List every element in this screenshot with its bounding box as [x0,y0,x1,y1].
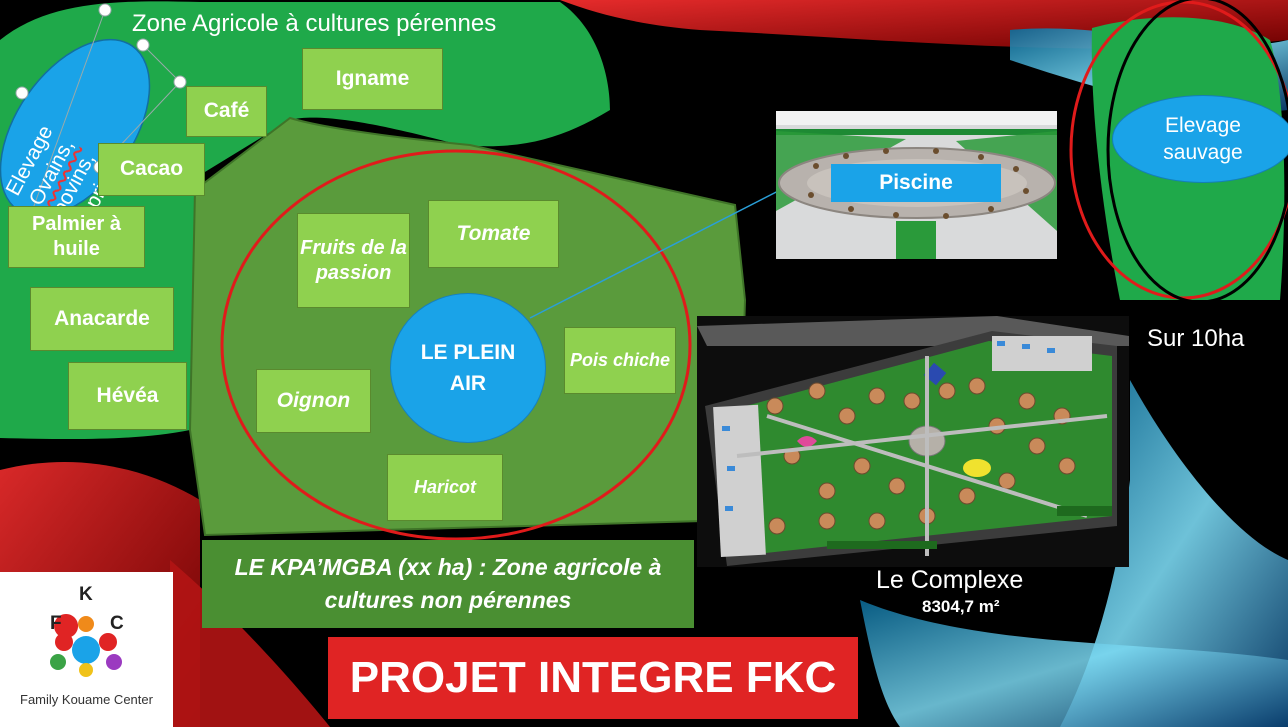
fkc-logo: K F C [0,572,173,727]
surface-note: Sur 10ha [1147,325,1245,352]
crop-hevea: Hévéa [68,362,187,430]
complexe-area: 8304,7 m² [922,597,1000,616]
project-title: PROJET INTEGRE FKC [328,637,858,719]
logo-caption: Family Kouame Center [20,692,153,707]
crop-anacarde: Anacarde [30,287,174,351]
complexe-render [697,316,1129,567]
crop-cacao: Cacao [98,143,205,196]
kpamgba-banner: LE KPA’MGBA (xx ha) : Zone agricole à cu… [202,540,694,628]
plein-air-circle: LE PLEIN AIR [390,293,546,443]
logo-letter-f: F [50,613,62,634]
piscine-label: Piscine [831,164,1001,202]
crop-oignon: Oignon [256,369,371,433]
kpamgba-banner-text: LE KPA’MGBA (xx ha) : Zone agricole à cu… [234,553,662,613]
crop-cafe: Café [186,86,267,137]
crop-palmier: Palmier à huile [8,206,145,268]
wild-zone-black-ring [1106,0,1288,304]
crop-igname: Igname [302,48,443,110]
crop-pois-chiche: Pois chiche [564,327,676,394]
logo-letter-c: C [110,613,124,634]
crop-fruits-passion: Fruits de la passion [297,213,410,308]
perennial-zone-title: Zone Agricole à cultures pérennes [132,10,497,37]
crop-haricot: Haricot [387,454,503,521]
plein-air-label: LE PLEIN AIR [420,340,516,396]
elevage-sauvage-label: Elevage sauvage [1163,113,1243,164]
arrow-to-piscine [529,184,791,319]
cyan-swoosh-low [860,600,1288,727]
crop-tomate: Tomate [428,200,559,268]
annual-crops-ring [220,149,692,541]
fkc-logo-graphic [50,614,122,677]
complexe-title: Le Complexe [876,566,1024,594]
elevage-sauvage-ellipse: Elevage sauvage [1112,95,1288,183]
logo-letter-k: K [79,584,93,605]
cyan-swoosh-right [1060,380,1288,727]
